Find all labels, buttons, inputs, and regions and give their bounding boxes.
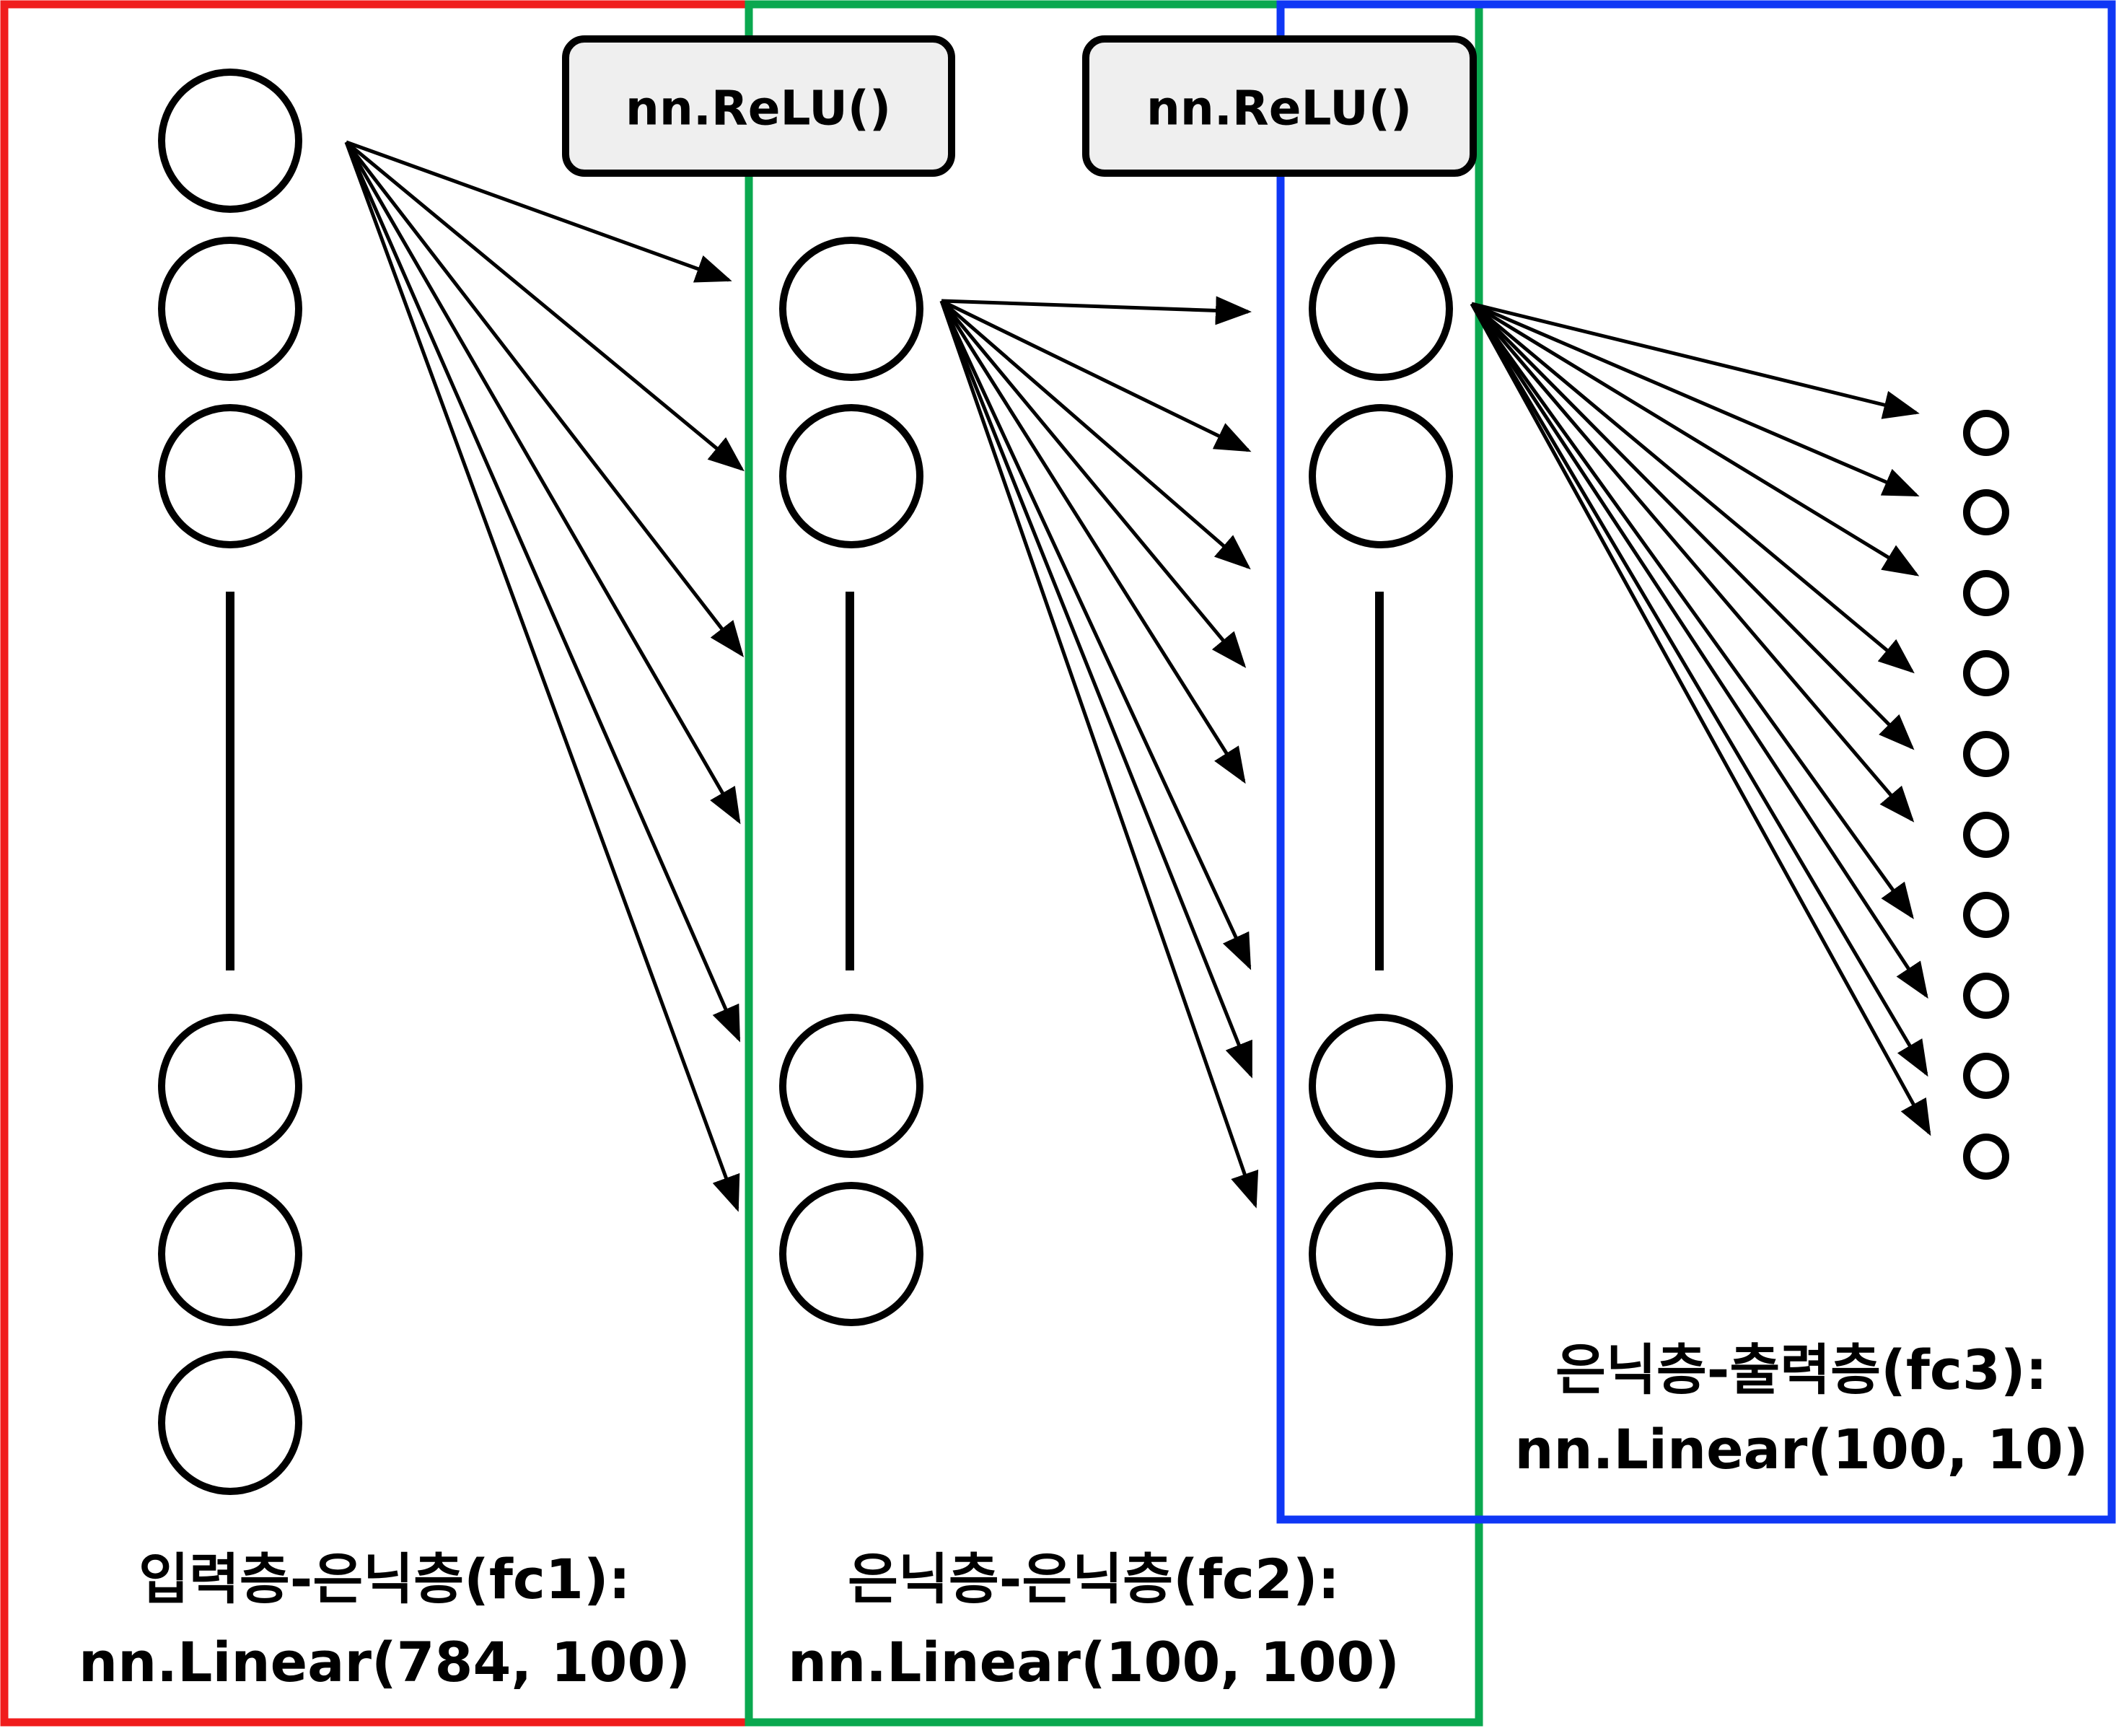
input-neuron <box>158 1014 302 1158</box>
connections <box>344 140 1931 1212</box>
fc2-caption-line2: nn.Linear(100, 100) <box>788 1630 1400 1694</box>
fc2-connection-arrow <box>939 300 1259 1209</box>
fc2-connection-arrow <box>939 299 1252 970</box>
fc3-connection-arrow <box>1470 302 1915 823</box>
fc3-connection-arrow <box>1470 302 1928 999</box>
fc1-connection-arrow <box>344 141 740 1212</box>
fc3-caption-line1: 은닉층-출력층(fc3): <box>1555 1338 2047 1402</box>
output-neuron <box>1963 812 2009 858</box>
input-neuron <box>158 69 302 213</box>
hidden1-neuron <box>779 237 923 381</box>
fc2-caption-line1: 은닉층-은닉층(fc2): <box>848 1547 1340 1611</box>
output-neuron <box>1963 410 2009 456</box>
fc3-connection-arrow <box>1471 302 1920 497</box>
relu2-box: nn.ReLU() <box>1082 35 1477 177</box>
output-neuron <box>1963 1134 2009 1180</box>
fc3-connection-arrow <box>1471 302 1920 419</box>
output-neuron <box>1963 973 2009 1019</box>
output-neuron <box>1963 489 2009 535</box>
fc2-connection-arrow <box>939 300 1253 1079</box>
fc1-region <box>0 0 753 1727</box>
hidden2-neuron <box>1309 1014 1453 1158</box>
relu1-box: nn.ReLU() <box>562 35 955 177</box>
output-neuron <box>1963 650 2009 696</box>
fc3-caption-line2: nn.Linear(100, 10) <box>1514 1417 2088 1481</box>
input-neuron <box>158 237 302 381</box>
fc3-connection-arrow <box>1470 302 1928 1077</box>
output-neuron <box>1963 570 2009 616</box>
fc3-region <box>1276 0 2116 1524</box>
hidden1-neuron <box>779 1014 923 1158</box>
fc3-connection-arrow <box>1470 302 1914 920</box>
fc3-connection-arrow <box>1470 302 1915 674</box>
fc2-connection-arrow <box>941 296 1252 325</box>
hidden2-neuron <box>1309 237 1453 381</box>
fc1-connection-arrow <box>345 141 745 657</box>
hidden1-neuron <box>779 1182 923 1326</box>
output-neuron <box>1963 1053 2009 1099</box>
neurons <box>158 69 2009 1495</box>
output-neuron <box>1963 892 2009 938</box>
input-neuron <box>158 404 302 548</box>
fc1-caption-line2: nn.Linear(784, 100) <box>79 1630 690 1694</box>
relu2-label: nn.ReLU() <box>1146 81 1412 136</box>
fc2-region <box>745 0 1483 1727</box>
fc3-connection-arrow <box>1470 302 1920 577</box>
fc1-connection-arrow <box>344 141 741 1043</box>
fc2-connection-arrow <box>940 299 1247 668</box>
fc2-connection-arrow <box>940 299 1251 570</box>
fc2-connection-arrow <box>940 299 1252 452</box>
fc1-caption-line1: 입력층-은닉층(fc1): <box>139 1547 631 1611</box>
input-neuron <box>158 1351 302 1495</box>
fc1-connection-arrow <box>346 140 732 283</box>
hidden2-neuron <box>1309 404 1453 548</box>
hidden1-neuron <box>779 404 923 548</box>
fc3-connection-arrow <box>1470 302 1915 750</box>
relu1-label: nn.ReLU() <box>625 81 891 136</box>
fc2-connection-arrow <box>939 299 1246 784</box>
hidden2-neuron <box>1309 1182 1453 1326</box>
fc3-connection-arrow <box>1470 302 1931 1136</box>
input-neuron <box>158 1182 302 1326</box>
fc1-connection-arrow <box>345 141 745 472</box>
output-neuron <box>1963 731 2009 777</box>
fc1-connection-arrow <box>344 141 741 825</box>
